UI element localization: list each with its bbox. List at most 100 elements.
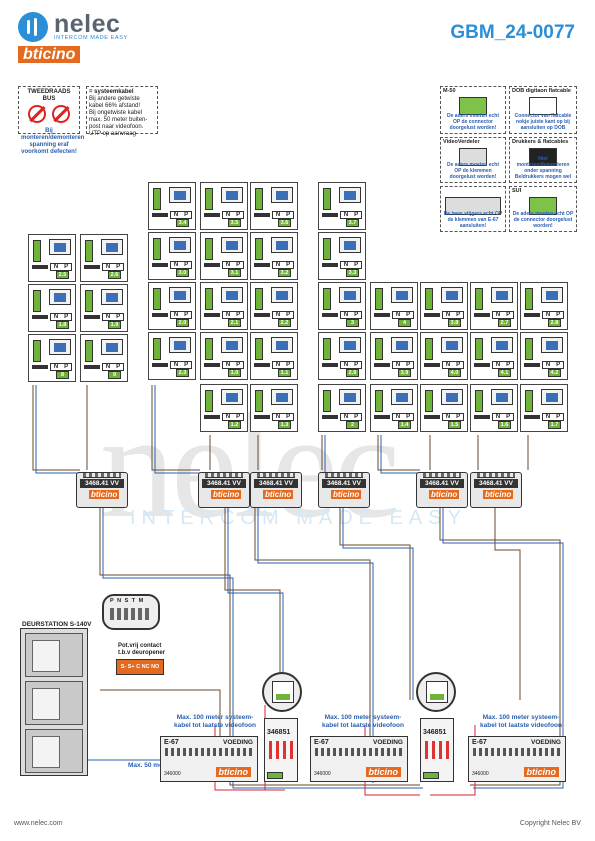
unit-number: 1.4	[398, 421, 411, 429]
connector-icon	[255, 238, 263, 260]
zoom-terminal-2	[416, 672, 456, 712]
door-terminal-zoom: P N S T M	[102, 594, 160, 630]
unit-number: 2.5	[56, 271, 69, 279]
info-bus-box: TWEEDRAADS BUS Bij monteren/demonteren s…	[18, 86, 84, 155]
videophone-icon	[271, 287, 293, 303]
unit-strip	[32, 365, 48, 369]
connector-icon	[205, 238, 213, 260]
unit-number: 2.0	[176, 319, 189, 327]
videophone-icon	[339, 389, 361, 405]
connector-icon	[255, 390, 263, 412]
door-module	[25, 681, 83, 725]
connector-icon	[153, 238, 161, 260]
unit-number: 1.8	[56, 321, 69, 329]
unit-number: 2.2	[278, 319, 291, 327]
info-cable-line: kabel 66% afstand!	[89, 103, 141, 109]
videophone-icon	[169, 337, 191, 353]
note-max100: Max. 100 meter systeem- kabel tot laatst…	[322, 714, 404, 729]
unit-number: 1.9	[108, 321, 121, 329]
connector-icon	[425, 390, 433, 412]
info-cable-line: = systeemkabel	[89, 89, 134, 95]
connector-icon	[205, 288, 213, 310]
unit-number: 9	[108, 371, 121, 379]
note-max100: Max. 100 meter systeem- kabel tot laatst…	[174, 714, 256, 729]
note-max50: Max. 50 meter	[128, 762, 171, 769]
unit-strip	[322, 313, 338, 317]
videophone-icon	[339, 237, 361, 253]
connector-icon	[459, 97, 487, 115]
unit-strip	[32, 315, 48, 319]
connector-icon	[205, 390, 213, 412]
unit-strip	[524, 313, 540, 317]
unit-number: 1.2	[228, 421, 241, 429]
unit-number: 3.5	[228, 219, 241, 227]
connector-icon	[323, 238, 331, 260]
unit-number: 3.1	[228, 269, 241, 277]
unit-number: 2.8	[548, 319, 561, 327]
connector-icon	[375, 288, 383, 310]
unit-strip	[152, 313, 168, 317]
videophone-icon	[541, 287, 563, 303]
unit-strip	[254, 263, 270, 267]
unit-number: 1.3	[278, 421, 291, 429]
videophone-icon	[339, 337, 361, 353]
unit-strip	[424, 415, 440, 419]
unit-strip	[474, 363, 490, 367]
videophone-icon	[221, 287, 243, 303]
videophone-icon	[101, 289, 123, 305]
unit-number: 4.1	[498, 369, 511, 377]
flatcable-icon	[529, 97, 557, 115]
unit-strip	[474, 415, 490, 419]
unit-strip	[204, 263, 220, 267]
connector-icon	[425, 338, 433, 360]
videophone-icon	[339, 187, 361, 203]
unit-strip	[152, 363, 168, 367]
connector-icon	[205, 338, 213, 360]
unit-number: 3.7	[346, 219, 359, 227]
door-module	[25, 633, 83, 677]
unit-number: 1.7	[548, 421, 561, 429]
no-hand-icon	[52, 105, 70, 123]
zoom-terminal-1	[262, 672, 302, 712]
videophone-icon	[221, 237, 243, 253]
unit-strip	[152, 213, 168, 217]
videophone-icon	[221, 337, 243, 353]
videophone-icon	[491, 287, 513, 303]
videophone-icon	[271, 187, 293, 203]
doc-code: GBM_24-0077	[450, 22, 575, 43]
videophone-icon	[441, 389, 463, 405]
